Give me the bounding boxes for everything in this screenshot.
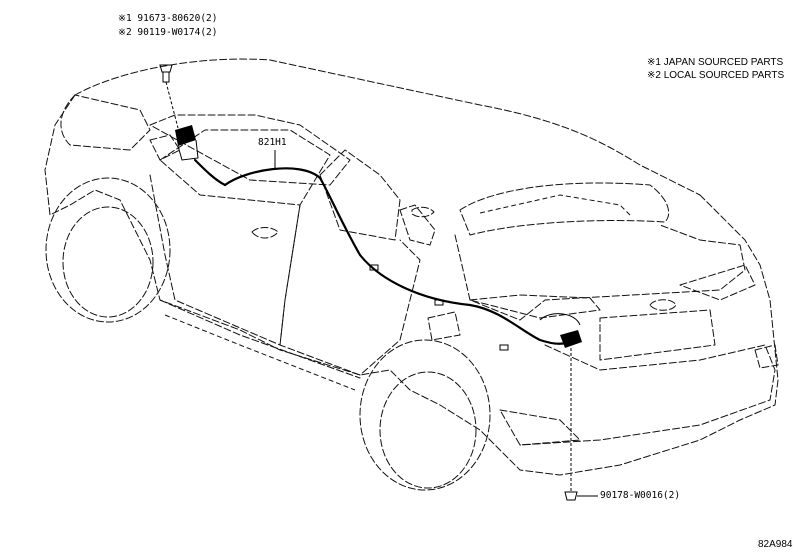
fuel-door [427,311,461,341]
rear-reflector [499,409,581,446]
rear-wheel-arch [359,339,491,491]
body-outline [44,94,779,476]
harness-label: 821H1 [258,137,287,148]
front-side-window [159,129,331,206]
figure-id: 82A984 [758,539,793,550]
front-connector [175,125,196,146]
rear-bumper [519,344,776,446]
rear-door [279,204,421,376]
rear-emblem [649,299,677,311]
quarter-window [399,204,436,246]
windshield [149,114,351,186]
harness-clip-3 [499,344,509,351]
front-wheel-arch [45,177,171,323]
side-sill [159,299,361,379]
top-bolt-leader [165,81,179,129]
note-local: ※2 LOCAL SOURCED PARTS [647,70,785,81]
top-bolt-icon [159,64,173,83]
rear-side-window [319,149,401,241]
hood-outline [60,94,151,151]
rear-connector-loop [539,313,581,326]
front-door [149,174,301,346]
harness-clip-1 [369,264,379,271]
note-japan: ※1 JAPAN SOURCED PARTS [647,57,784,68]
spoiler-detail [479,194,631,216]
door-handle-front [251,227,279,239]
clip-label: 90178-W0016(2) [600,490,681,501]
door-handle-rear [411,206,435,218]
license-area [599,309,716,361]
front-connector-bracket [177,139,199,161]
bolt-2-label: ※2 90119-W0174(2) [118,27,218,38]
side-sill-lower [164,314,356,391]
tail-light-left [469,294,601,319]
roof-outline [74,58,701,196]
harness-clip-2 [434,299,444,306]
rear-hatch [454,224,746,321]
tail-light-right [679,264,756,301]
wire-harness [223,167,577,345]
rear-reflector-right [754,344,779,369]
bottom-clip-icon [564,491,578,501]
rear-spoiler [459,182,670,236]
side-mirror [149,134,181,161]
harness-front-branch [193,158,227,187]
rear-connector [560,330,582,348]
front-wheel [62,206,154,318]
bolt-1-label: ※1 91673-80620(2) [118,13,218,24]
rear-wheel [379,371,477,489]
